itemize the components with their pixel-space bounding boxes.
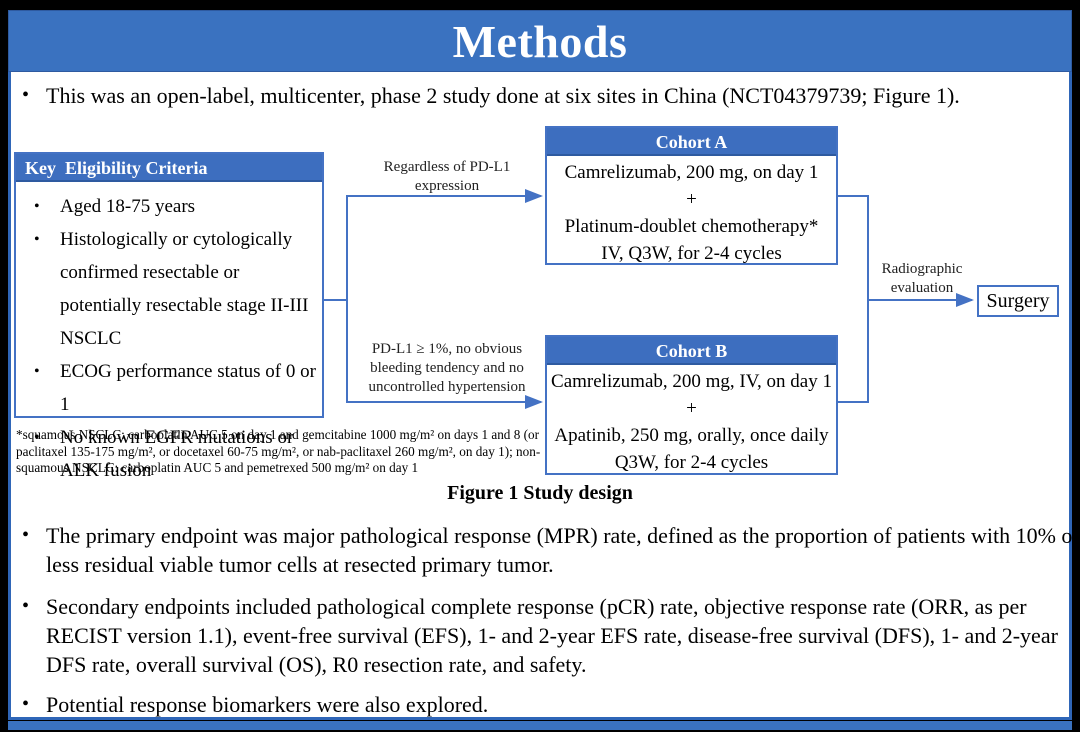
branch-label-cohort-a: Regardless of PD-L1 expression	[383, 159, 511, 194]
eligibility-box-header: Key Eligibility Criteria	[16, 154, 322, 182]
cohort-b-line: Apatinib, 250 mg, orally, once daily	[554, 425, 829, 446]
branch-label-surgery: Radiographic evaluation	[881, 261, 963, 296]
surgery-box: Surgery	[977, 285, 1059, 317]
bottom-accent-strip	[8, 721, 1072, 730]
cohort-b-body: Camrelizumab, 200 mg, IV, on day 1 + Apa…	[547, 365, 836, 476]
eligibility-item: Histologically or cytologically confirme…	[22, 223, 316, 355]
biomarkers-bullet: Potential response biomarkers were also …	[22, 690, 1080, 719]
primary-endpoint-bullet: The primary endpoint was major pathologi…	[22, 521, 1080, 579]
cohort-b-box: Cohort B Camrelizumab, 200 mg, IV, on da…	[545, 335, 838, 475]
eligibility-box-body: Aged 18-75 years Histologically or cytol…	[16, 182, 322, 487]
cohort-b-header: Cohort B	[547, 337, 836, 365]
cohort-a-line: Platinum-doublet chemotherapy*	[564, 216, 819, 237]
cohort-a-line: IV, Q3W, for 2-4 cycles	[601, 243, 782, 264]
cohort-a-header: Cohort A	[547, 128, 836, 156]
intro-bullet: This was an open-label, multicenter, pha…	[22, 81, 1080, 110]
branch-label-cohort-b: PD-L1 ≥ 1%, no obvious bleeding tendency…	[368, 341, 526, 395]
cohort-a-box: Cohort A Camrelizumab, 200 mg, on day 1 …	[545, 126, 838, 265]
slide-title-banner: Methods	[8, 10, 1072, 72]
page-title: Methods	[452, 15, 628, 67]
eligibility-item: ECOG performance status of 0 or 1	[22, 355, 316, 421]
figure-footnote: *squamous NSCLC: carboplatin AUC 5 on da…	[16, 427, 541, 475]
figure-caption: Figure 1 Study design	[447, 482, 633, 504]
eligibility-item: Aged 18-75 years	[22, 190, 316, 223]
eligibility-criteria-box: Key Eligibility Criteria Aged 18-75 year…	[14, 152, 324, 481]
cohort-b-line: Camrelizumab, 200 mg, IV, on day 1	[551, 371, 832, 392]
plus-sign: +	[686, 398, 697, 419]
cohort-b-line: Q3W, for 2-4 cycles	[614, 452, 769, 473]
secondary-endpoints-bullet: Secondary endpoints included pathologica…	[22, 592, 1080, 679]
cohort-a-body: Camrelizumab, 200 mg, on day 1 + Platinu…	[547, 156, 836, 267]
cohort-a-line: Camrelizumab, 200 mg, on day 1	[564, 162, 819, 183]
eligibility-item: No known EGFR mutations or ALK fusion	[22, 421, 316, 487]
plus-sign: +	[686, 189, 697, 210]
